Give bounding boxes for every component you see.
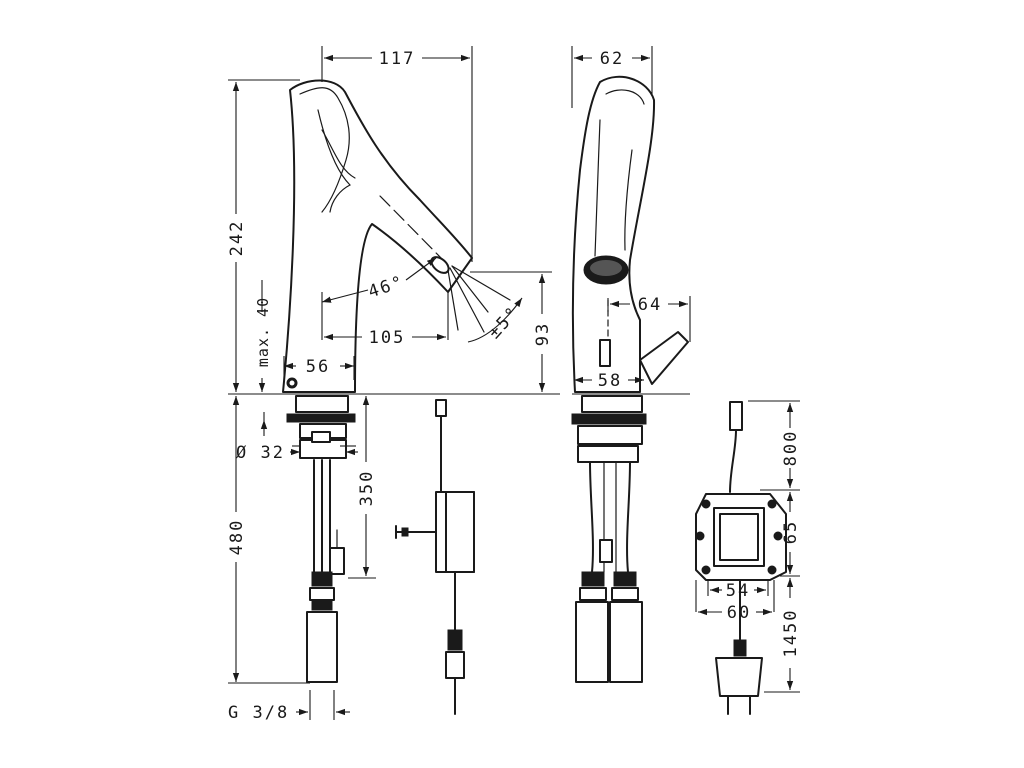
dim-thread-label: G 3/8	[228, 703, 289, 723]
dim-64-label: 64	[638, 295, 662, 315]
dim-62-label: 62	[600, 49, 624, 69]
side-view-faucet	[571, 75, 689, 393]
dim-350-label: 350	[357, 470, 377, 507]
side-view-mounting	[571, 395, 647, 683]
dim-93-label: 93	[533, 322, 553, 346]
dim-54-label: 54	[726, 581, 750, 601]
dim-58-label: 58	[598, 371, 622, 391]
dim-diameter-32-label: Ø 32	[236, 443, 285, 463]
dim-1450-label: 1450	[781, 609, 801, 658]
dim-46-degree-label: 46°	[366, 272, 407, 302]
dim-105-label: 105	[369, 328, 406, 348]
dim-65-label: 65	[781, 520, 801, 544]
dimension-lines	[228, 46, 800, 720]
dim-max-40-label: max. 40	[254, 297, 272, 367]
spray-fan-lines	[447, 265, 511, 333]
dim-56-label: 56	[306, 357, 330, 377]
dim-480-label: 480	[227, 519, 247, 556]
dim-60-label: 60	[727, 603, 751, 623]
front-view-mounting	[286, 395, 356, 683]
dim-242-label: 242	[227, 220, 247, 257]
dim-5-degree-label: ±5°	[485, 302, 524, 343]
dim-117-label: 117	[379, 49, 416, 69]
power-supply-unit	[695, 401, 787, 715]
sensor-cable-part	[395, 399, 475, 715]
dim-800-label: 800	[781, 430, 801, 467]
